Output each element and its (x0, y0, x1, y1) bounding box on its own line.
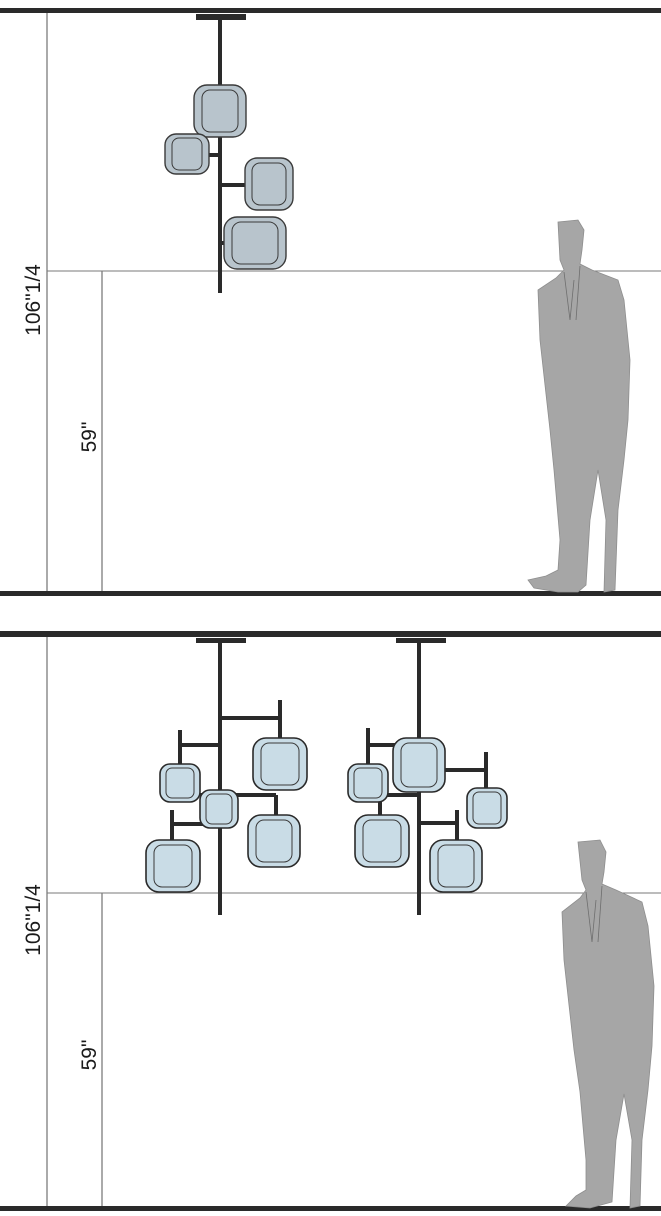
hang-height-label: 59" (78, 422, 101, 453)
floor-line (0, 1206, 661, 1211)
elevation-drawing-single: 106"1/4 59" (0, 8, 661, 596)
glass-globe (466, 787, 508, 829)
ceiling-height-label: 106"1/4 (22, 264, 45, 336)
elevation-panel-single: 106"1/4 59" (0, 8, 661, 596)
ceiling-line (0, 631, 661, 637)
ceiling-line (0, 8, 661, 13)
hang-height-label: 59" (78, 1040, 101, 1071)
chandelier-single (164, 14, 294, 293)
glass-globe (429, 839, 483, 893)
glass-globe (145, 839, 201, 893)
ceiling-height-label: 106"1/4 (22, 884, 45, 956)
chandelier-left (145, 638, 308, 915)
glass-globe (223, 216, 287, 270)
person-silhouette (561, 839, 655, 1209)
glass-globe (193, 84, 247, 138)
elevation-drawing-double: 106"1/4 59" (0, 631, 661, 1211)
glass-globe (164, 133, 210, 175)
elevation-panel-double: 106"1/4 59" (0, 620, 661, 1216)
glass-globe (354, 814, 410, 868)
glass-globe (392, 737, 446, 793)
glass-globe (159, 763, 201, 803)
floor-line (0, 591, 661, 596)
glass-globe (347, 763, 389, 803)
chandelier-right (347, 638, 508, 915)
glass-globe (252, 737, 308, 791)
ceiling-canopy (196, 14, 246, 20)
glass-globe (247, 814, 301, 868)
glass-globe (199, 789, 239, 829)
glass-globe (244, 157, 294, 211)
person-silhouette (527, 219, 631, 593)
